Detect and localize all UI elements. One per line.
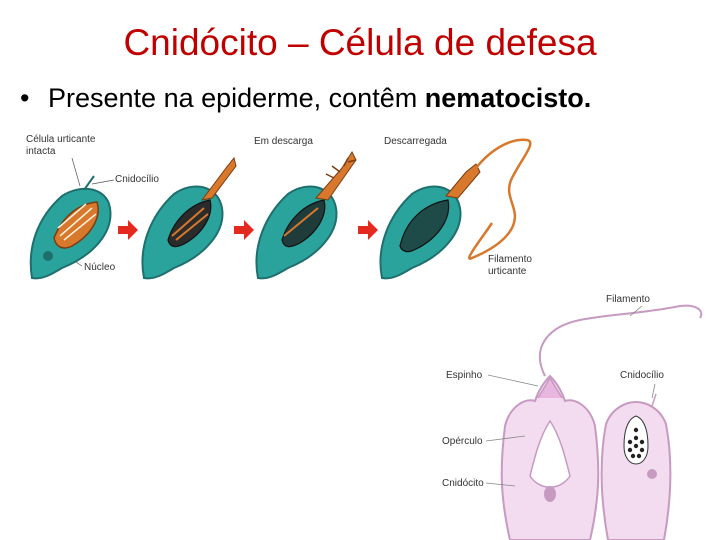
bullet-text: Presente na epiderme, contêm	[48, 83, 425, 113]
cnidocyte-discharging-2	[256, 152, 356, 278]
cnidocyte-discharge-figure: Célula urticante intacta Cnidocílio Núcl…	[22, 128, 542, 288]
label-cnidocito: Cnidócito	[442, 478, 484, 489]
arrow-1	[118, 220, 138, 240]
label-filamento-urticante-2: urticante	[488, 266, 527, 277]
bullet-marker: •	[20, 83, 48, 114]
cnidocyte-diagram: Filamento Espinho Cnidocílio Opérculo Cn…	[430, 286, 720, 540]
label-cnidocilio-bottom: Cnidocílio	[620, 370, 664, 381]
label-descarregada: Descarregada	[384, 136, 447, 147]
label-operculo: Opérculo	[442, 436, 483, 447]
label-filamento: Filamento	[606, 294, 650, 305]
label-filamento-urticante: Filamento	[488, 254, 532, 265]
slide-title: Cnidócito – Célula de defesa	[0, 22, 720, 64]
label-cell-intact: Célula urticante	[26, 134, 96, 145]
label-em-descarga: Em descarga	[254, 136, 313, 147]
cnidocyte-right-intact	[602, 394, 671, 540]
cnidocyte-left-discharged	[502, 376, 599, 540]
label-espinho: Espinho	[446, 370, 483, 381]
label-cell-intact-2: intacta	[26, 146, 56, 157]
arrow-3	[358, 220, 378, 240]
arrow-2	[234, 220, 254, 240]
bullet-item: •Presente na epiderme, contêm nematocist…	[20, 83, 591, 114]
label-cnidocilio: Cnidocílio	[115, 174, 159, 185]
label-nucleo: Núcleo	[84, 262, 116, 273]
bullet-bold-term: nematocisto.	[425, 83, 592, 113]
